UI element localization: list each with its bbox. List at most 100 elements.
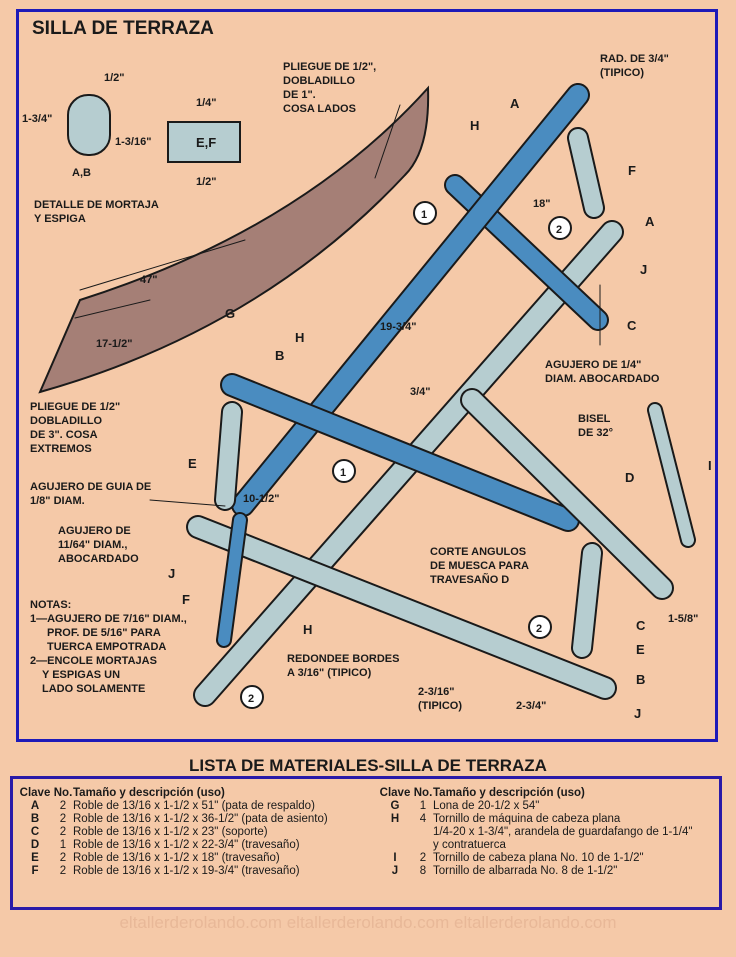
diagram-label: D — [625, 470, 634, 485]
diagram-label: 2-3/16" — [418, 686, 454, 698]
cell-no: 2 — [59, 826, 67, 838]
diagram-label: LADO SOLAMENTE — [42, 683, 145, 695]
watermark: eltallerderolando.com eltallerderolando.… — [119, 913, 617, 932]
diagram-label: J — [168, 566, 175, 581]
diagram-label: DE MUESCA PARA — [430, 560, 529, 572]
diagram-label: TUERCA EMPOTRADA — [47, 641, 166, 653]
cell-desc: Roble de 13/16 x 1-1/2 x 51" (pata de re… — [73, 800, 315, 812]
table-row: A 2 Roble de 13/16 x 1-1/2 x 51" (pata de … — [17, 800, 328, 813]
table-row: y contratuerca — [377, 839, 692, 852]
diagram-label: 1—AGUJERO DE 7/16" DIAM., — [30, 613, 187, 625]
diagram-label: B — [275, 348, 284, 363]
cell-no: 4 — [419, 813, 427, 825]
diagram-label: DOBLADILLO — [283, 75, 356, 87]
diagram-label: 1/2" — [104, 72, 125, 84]
cell-no: 2 — [59, 865, 67, 877]
cell-key: F — [31, 865, 39, 877]
diagram-label: 2 — [536, 623, 542, 635]
diagram-label: CORTE ANGULOS — [430, 546, 526, 558]
table-row: 1/4-20 x 1-3/4", arandela de guardafango… — [377, 826, 692, 839]
diagram-label: F — [628, 163, 636, 178]
diagram-label: A — [510, 96, 520, 111]
cell-no: 2 — [59, 813, 67, 825]
diagram-label: 18" — [533, 198, 550, 210]
diagram-label: 1/4" — [196, 97, 217, 109]
note-2-marker — [528, 615, 552, 639]
diagram-label: H — [303, 622, 312, 637]
diagram-label: DE 1". — [283, 89, 316, 101]
diagram-label: 1-5/8" — [668, 613, 698, 625]
diagram-label: 2-3/4" — [516, 700, 546, 712]
cell-key — [377, 826, 413, 839]
note-1-marker — [332, 459, 356, 483]
cell-key: B — [30, 813, 40, 825]
table-row: D 1 Roble de 13/16 x 1-1/2 x 22-3/4" (trav… — [17, 839, 328, 852]
diagram-label: DE 32° — [578, 427, 613, 439]
diagram-label: DOBLADILLO — [30, 415, 103, 427]
diagram-label: G — [225, 306, 235, 321]
cell-no: 8 — [419, 865, 427, 877]
diagram-label: A — [645, 214, 655, 229]
diagram-frame — [16, 9, 718, 742]
cell-desc: Roble de 13/16 x 1-1/2 x 19-3/4" (traves… — [73, 865, 300, 877]
diagram-label: C — [636, 618, 646, 633]
diagram-label: 1-3/16" — [115, 136, 151, 148]
diagram-label: BISEL — [578, 413, 611, 425]
diagram-label: 3/4" — [410, 386, 431, 398]
diagram-label: B — [636, 672, 645, 687]
materials-title: LISTA DE MATERIALES-SILLA DE TERRAZA — [189, 756, 547, 775]
cell-no: 1 — [419, 800, 427, 812]
diagram-label: (TIPICO) — [600, 67, 644, 79]
diagram-label: ABOCARDADO — [58, 553, 139, 565]
diagram-label: C — [627, 318, 637, 333]
diagram-label: EXTREMOS — [30, 443, 92, 455]
diagram-label: 1 — [340, 467, 346, 479]
diagram-label: F — [182, 592, 190, 607]
diagram-label: A 3/16" (TIPICO) — [287, 667, 372, 679]
diagram-label: A,B — [72, 167, 91, 179]
cell-key: D — [30, 839, 40, 851]
diagram-label: 10-1/2" — [243, 493, 279, 505]
cell-no — [413, 826, 433, 839]
diagram-label: 2 — [248, 693, 254, 705]
diagram-label: E — [188, 456, 197, 471]
diagram-label: (TIPICO) — [418, 700, 462, 712]
cell-desc: Roble de 13/16 x 1-1/2 x 22-3/4" (traves… — [73, 839, 300, 851]
chair-exploded-diagram: 1 1 2 2 2 1/2" 1-3/4" A,B 1-3/16" E,F 1/… — [22, 53, 712, 721]
cell-no: 1 — [59, 839, 67, 851]
table-row: H 4 Tornillo de máquina de cabeza plana — [377, 813, 692, 826]
cell-key: H — [390, 813, 400, 825]
cell-no: 2 — [59, 800, 67, 812]
diagram-label: 47" — [140, 274, 157, 286]
cell-desc: Tornillo de máquina de cabeza plana — [433, 813, 621, 825]
diagram-label: DETALLE DE MORTAJA — [34, 199, 159, 211]
diagram-label: AGUJERO DE — [58, 525, 131, 537]
diagram-label: E,F — [196, 135, 216, 150]
cell-key: A — [30, 800, 40, 812]
diagram-label: PLIEGUE DE 1/2", — [283, 61, 376, 73]
cell-no — [413, 839, 433, 852]
diagram-label: Y ESPIGAS UN — [42, 669, 120, 681]
page-title: SILLA DE TERRAZA — [32, 18, 214, 39]
diagram-label: 19-3/4" — [380, 321, 416, 333]
tenon-detail — [167, 121, 241, 163]
diagram-label: AGUJERO DE 1/4" — [545, 359, 641, 371]
cell-key: I — [393, 852, 397, 864]
cell-key: C — [30, 826, 40, 838]
diagram-label: 2—ENCOLE MORTAJAS — [30, 655, 157, 667]
diagram-label: I — [708, 458, 712, 473]
diagram-label: TRAVESAÑO D — [430, 573, 509, 586]
cell-desc: Tornillo de cabeza plana No. 10 de 1-1/2… — [433, 852, 644, 864]
diagram-label: E — [636, 642, 645, 657]
diagram-label: H — [295, 330, 304, 345]
cell-no: 2 — [419, 852, 427, 864]
cell-desc: Tornillo de albarrada No. 8 de 1-1/2" — [433, 865, 618, 877]
